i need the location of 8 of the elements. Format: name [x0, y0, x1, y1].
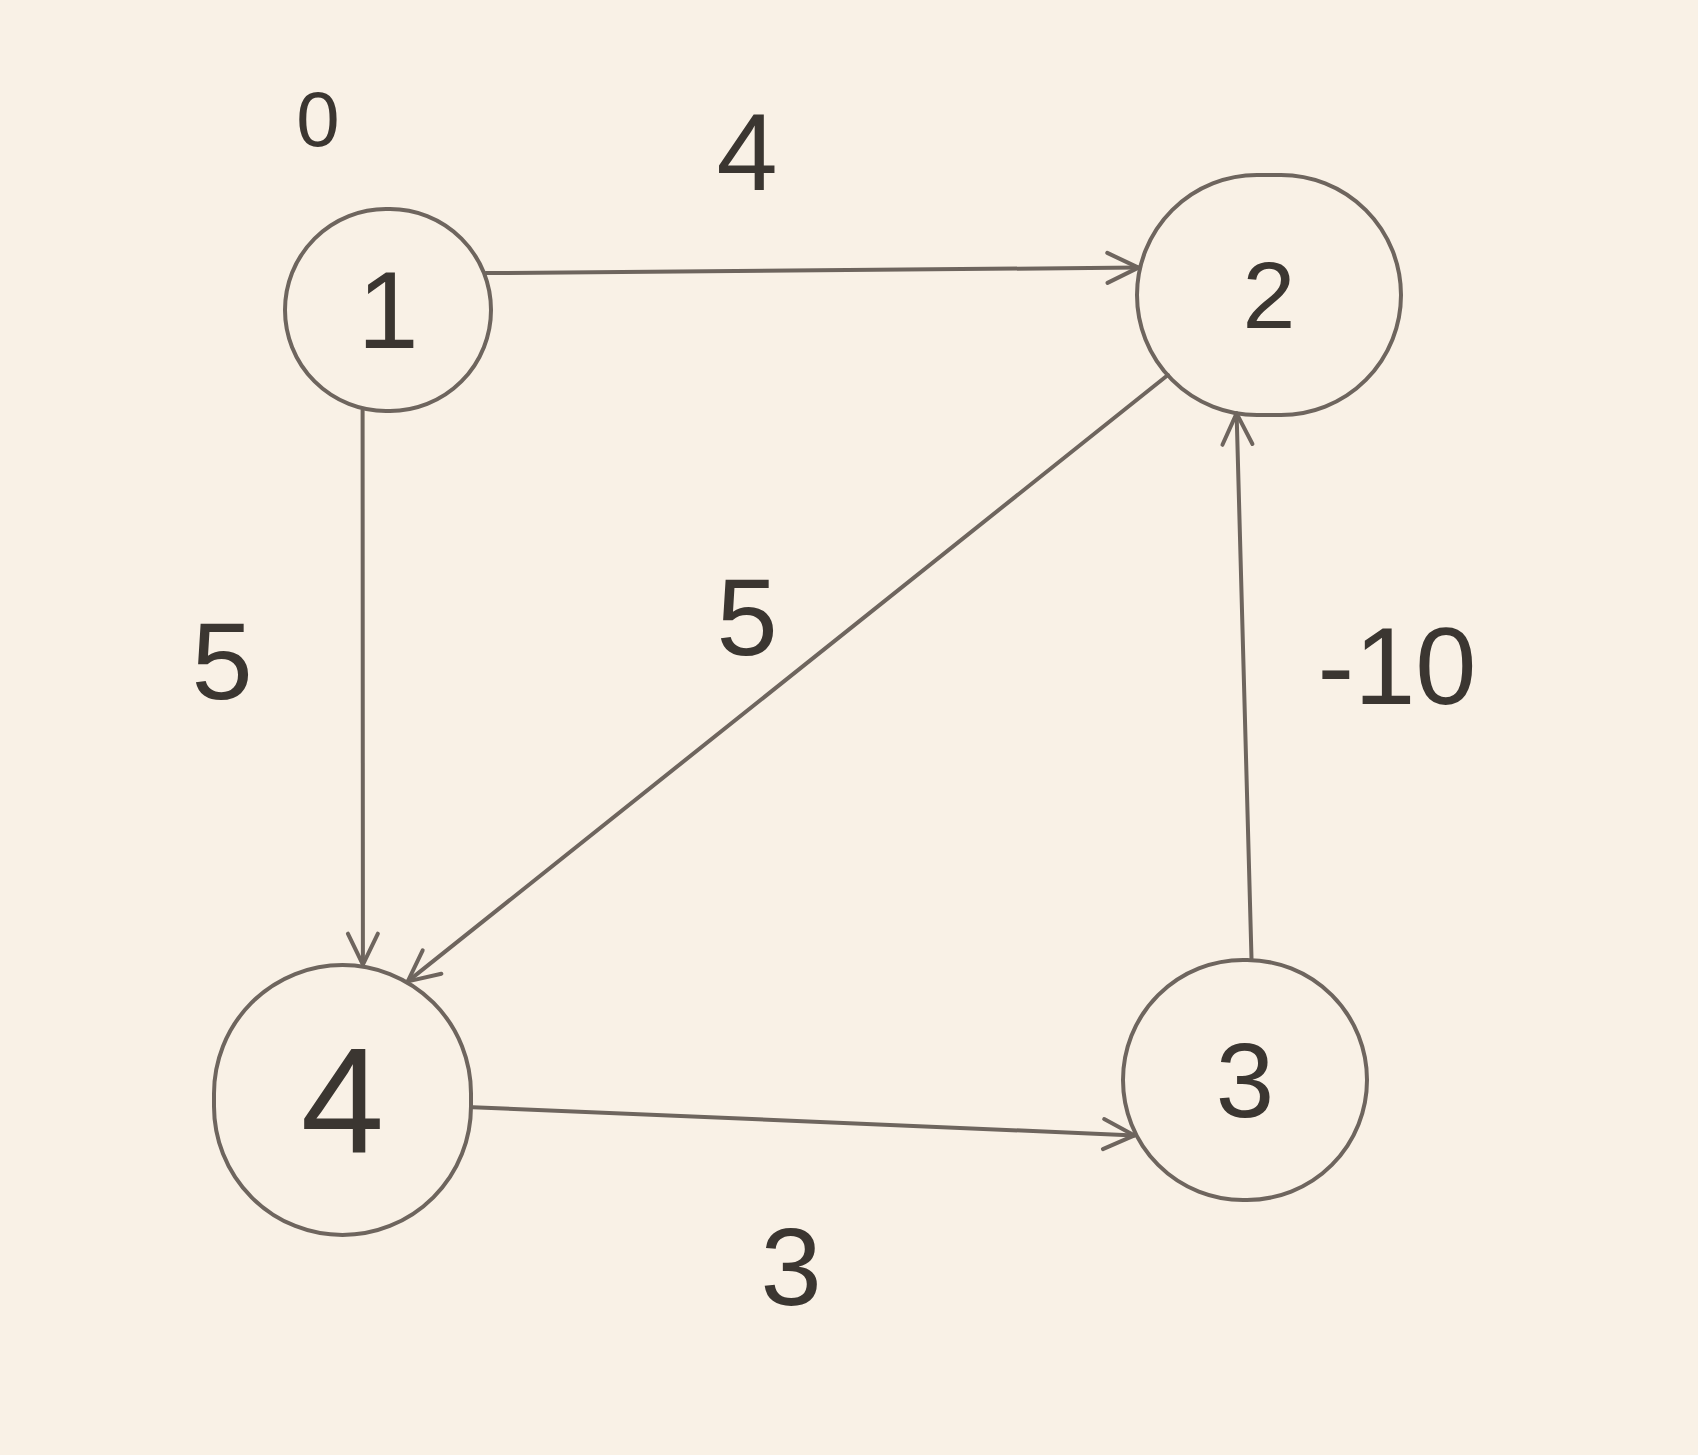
node-number: 2 [1242, 247, 1296, 343]
arrow [470, 1105, 1137, 1152]
arrow [484, 250, 1141, 285]
node-number: 4 [300, 1025, 385, 1175]
node-number: 1 [357, 255, 419, 365]
node-number: 3 [1215, 1027, 1275, 1133]
arrow [405, 373, 1170, 984]
distance-label: 0 [296, 80, 340, 158]
